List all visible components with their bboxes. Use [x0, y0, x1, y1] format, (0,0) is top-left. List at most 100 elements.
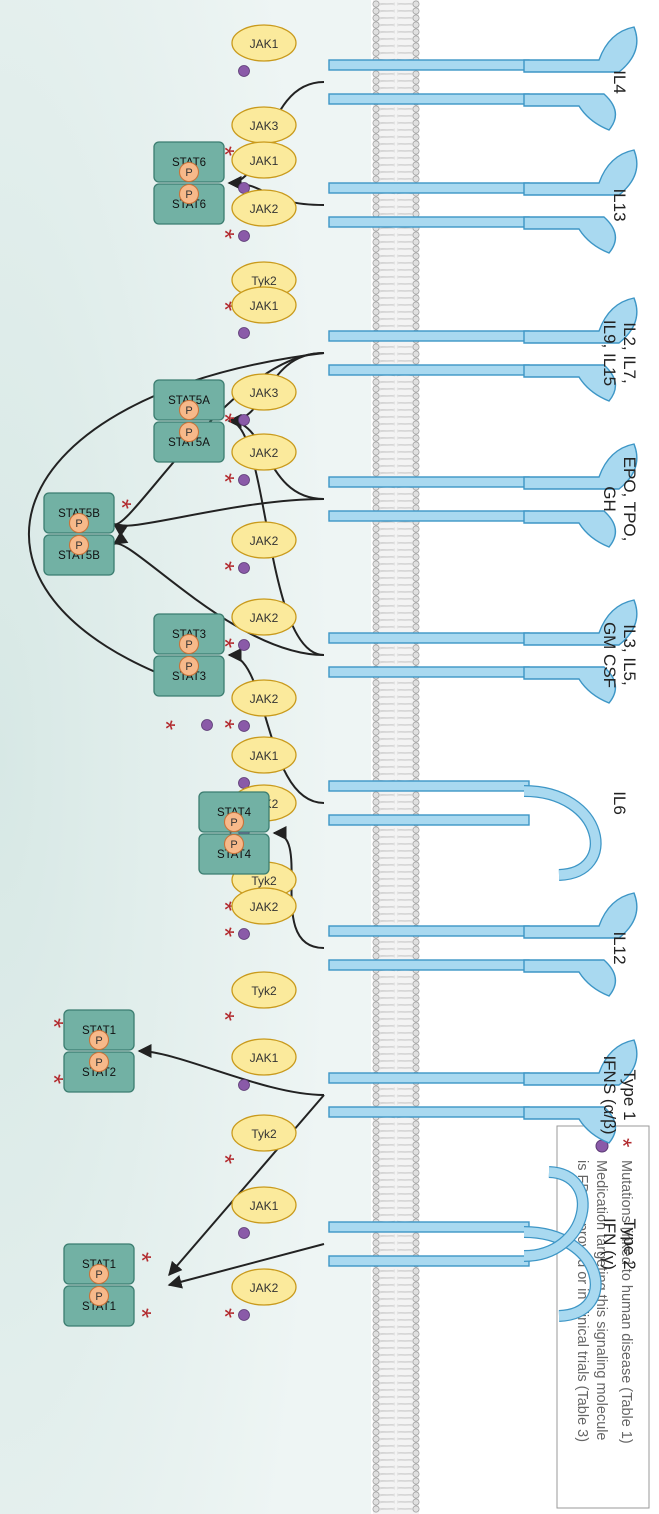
lipid-head	[373, 1247, 379, 1253]
lipid-head	[373, 232, 379, 238]
lipid-head	[373, 1464, 379, 1470]
lipid-head	[373, 498, 379, 504]
lipid-head	[413, 1485, 419, 1491]
medication-marker	[202, 720, 213, 731]
lipid-head	[373, 792, 379, 798]
lipid-head	[373, 323, 379, 329]
lipid-head	[373, 981, 379, 987]
receptor-chain	[329, 217, 529, 227]
medication-marker	[239, 1310, 250, 1321]
receptor-chain	[329, 667, 529, 677]
lipid-head	[373, 1352, 379, 1358]
jak-label: JAK2	[250, 611, 279, 625]
mutation-marker: *	[127, 1308, 157, 1318]
lipid-head	[373, 463, 379, 469]
lipid-head	[413, 1086, 419, 1092]
lipid-head	[373, 547, 379, 553]
lipid-head	[373, 1429, 379, 1435]
lipid-head	[373, 351, 379, 357]
receptor-chain	[329, 926, 529, 936]
lipid-head	[413, 1121, 419, 1127]
lipid-head	[413, 1016, 419, 1022]
lipid-head	[373, 687, 379, 693]
lipid-head	[413, 1471, 419, 1477]
lipid-head	[373, 211, 379, 217]
receptor-chain	[329, 60, 529, 70]
lipid-head	[373, 1121, 379, 1127]
lipid-head	[413, 463, 419, 469]
lipid-head	[373, 540, 379, 546]
lipid-head	[373, 883, 379, 889]
lipid-head	[373, 267, 379, 273]
lipid-head	[413, 827, 419, 833]
lipid-head	[413, 1205, 419, 1211]
lipid-head	[373, 1212, 379, 1218]
lipid-head	[373, 491, 379, 497]
lipid-head	[413, 302, 419, 308]
lipid-head	[413, 1051, 419, 1057]
phospho-label: P	[75, 540, 82, 552]
lipid-head	[373, 1198, 379, 1204]
lipid-head	[373, 176, 379, 182]
lipid-head	[413, 708, 419, 714]
receptor-label-line: GM CSF	[600, 622, 619, 688]
lipid-head	[413, 582, 419, 588]
lipid-head	[413, 85, 419, 91]
lipid-head	[373, 862, 379, 868]
lipid-head	[413, 400, 419, 406]
lipid-head	[373, 869, 379, 875]
receptor-label-line: IL4	[610, 70, 629, 94]
lipid-head	[413, 197, 419, 203]
lipid-head	[413, 890, 419, 896]
lipid-head	[413, 1, 419, 7]
medication-marker	[239, 66, 250, 77]
lipid-head	[373, 617, 379, 623]
lipid-head	[413, 78, 419, 84]
lipid-head	[413, 855, 419, 861]
lipid-head	[373, 876, 379, 882]
lipid-head	[413, 1065, 419, 1071]
lipid-head	[373, 582, 379, 588]
lipid-head	[373, 645, 379, 651]
lipid-head	[373, 1128, 379, 1134]
lipid-head	[373, 358, 379, 364]
lipid-head	[373, 596, 379, 602]
phospho-label: P	[230, 817, 237, 829]
lipid-head	[413, 421, 419, 427]
lipid-head	[413, 253, 419, 259]
lipid-head	[373, 974, 379, 980]
lipid-head	[373, 1492, 379, 1498]
lipid-head	[373, 71, 379, 77]
lipid-head	[373, 946, 379, 952]
lipid-head	[413, 1037, 419, 1043]
jak-label: JAK1	[250, 299, 279, 313]
lipid-head	[373, 162, 379, 168]
lipid-head	[373, 729, 379, 735]
lipid-head	[373, 1282, 379, 1288]
lipid-head	[373, 715, 379, 721]
medication-marker	[239, 929, 250, 940]
lipid-head	[413, 1030, 419, 1036]
lipid-head	[413, 771, 419, 777]
lipid-head	[373, 8, 379, 14]
lipid-head	[373, 253, 379, 259]
lipid-head	[373, 344, 379, 350]
medication-marker	[239, 415, 250, 426]
mutation-marker: *	[210, 1011, 240, 1021]
lipid-head	[373, 302, 379, 308]
receptor-chain	[329, 365, 529, 375]
lipid-head	[373, 1093, 379, 1099]
lipid-head	[373, 1450, 379, 1456]
lipid-head	[413, 1156, 419, 1162]
lipid-head	[413, 211, 419, 217]
lipid-head	[373, 918, 379, 924]
lipid-head	[413, 358, 419, 364]
mutation-marker: *	[210, 1308, 240, 1318]
lipid-head	[373, 274, 379, 280]
lipid-head	[413, 288, 419, 294]
lipid-head	[373, 988, 379, 994]
lipid-head	[413, 1247, 419, 1253]
lipid-head	[373, 953, 379, 959]
lipid-head	[373, 127, 379, 133]
receptor-label-line: IL13	[610, 188, 629, 221]
